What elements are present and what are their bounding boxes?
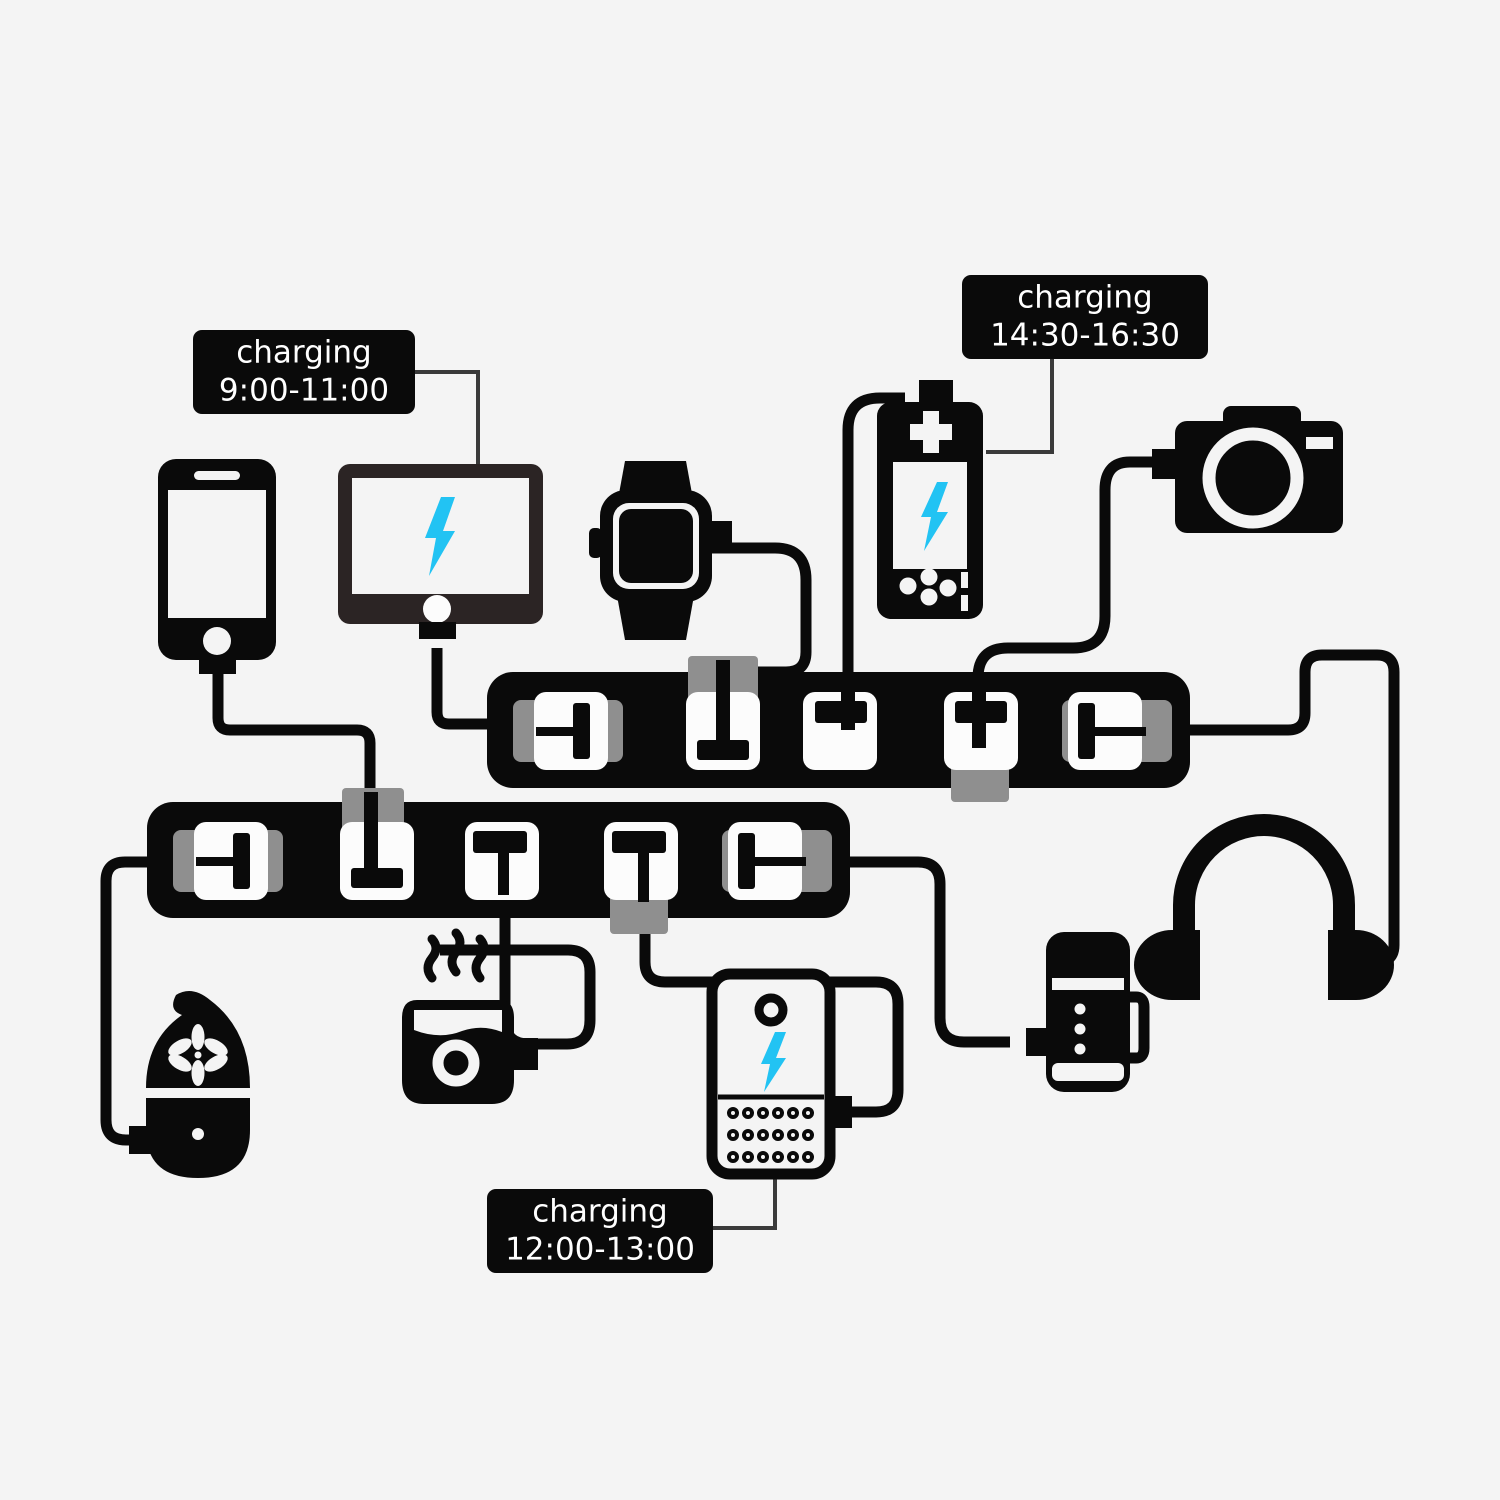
badge-purifier-bg	[487, 1189, 713, 1273]
power-strip-upper[interactable]	[487, 656, 1190, 802]
powerbank-dpad-right[interactable]	[939, 579, 957, 597]
cable-headphones	[1190, 649, 1400, 968]
device-speaker[interactable]	[1026, 932, 1150, 1092]
speaker-grille-bottom	[1052, 1063, 1124, 1081]
device-powerbank[interactable]	[877, 380, 983, 619]
charging-bolt-icon	[921, 482, 948, 551]
smartphone-home-button[interactable]	[203, 627, 231, 655]
cable-diffuser	[100, 856, 147, 1146]
leader-lines	[415, 359, 1054, 1230]
badge-powerbank-bg	[962, 275, 1208, 359]
kettle-steam-icon	[423, 928, 489, 983]
camera-connector	[1152, 449, 1178, 479]
speaker-dot-2	[1074, 1023, 1086, 1035]
device-diffuser[interactable]	[129, 991, 250, 1178]
device-smartwatch[interactable]	[589, 461, 732, 640]
device-headphones[interactable]	[1134, 814, 1394, 1000]
badge-purifier[interactable]: charging 12:00-13:00	[487, 1189, 713, 1273]
speaker-body	[1046, 932, 1130, 1092]
device-kettle[interactable]	[402, 928, 538, 1104]
cable-camera	[972, 456, 1158, 700]
socket-lower-2[interactable]	[340, 788, 414, 900]
smartwatch-screen	[619, 509, 693, 583]
socket-upper-5[interactable]	[1062, 692, 1172, 770]
tablet-connector	[419, 622, 456, 639]
powerbank-dpad-up[interactable]	[920, 568, 938, 586]
speaker-dot-3	[1074, 1043, 1086, 1055]
socket-upper-4[interactable]	[944, 690, 1018, 802]
cable-speaker	[850, 856, 1010, 1048]
badge-tablet[interactable]: charging 9:00-11:00	[193, 330, 415, 414]
powerbank-btn-a[interactable]	[961, 572, 968, 588]
badge-purifier-time: 12:00-13:00	[505, 1232, 695, 1268]
cable-phone	[212, 660, 376, 830]
power-strip-lower[interactable]	[147, 788, 850, 934]
socket-lower-1[interactable]	[173, 822, 283, 900]
socket-lower-3[interactable]	[465, 822, 539, 900]
badge-tablet-time: 9:00-11:00	[219, 373, 389, 409]
device-purifier[interactable]	[706, 968, 852, 1180]
powerbank-plus-icon-h	[910, 424, 952, 440]
headphones-connector	[1352, 948, 1374, 978]
smartwatch-strap-bottom	[616, 590, 695, 640]
kettle-water-level	[414, 1010, 502, 1036]
powerbank-dpad-down[interactable]	[920, 588, 938, 606]
leader-line-powerbank	[986, 359, 1054, 454]
socket-upper-2[interactable]	[686, 656, 760, 770]
smartwatch-connector	[710, 521, 732, 549]
cable-purifier	[639, 930, 904, 1118]
diffuser-connector	[129, 1126, 151, 1154]
badge-tablet-bg	[193, 330, 415, 414]
speaker-connector	[1026, 1028, 1048, 1056]
socket-lower-5[interactable]	[722, 822, 832, 900]
powerbank-btn-b[interactable]	[961, 595, 968, 611]
speaker-dot-1	[1074, 1003, 1086, 1015]
badge-purifier-title: charging	[532, 1194, 668, 1230]
charging-bolt-icon	[761, 1032, 786, 1092]
smartphone-speaker	[194, 471, 240, 480]
device-tablet[interactable]	[338, 464, 543, 639]
smartphone-connector	[199, 658, 236, 674]
diffuser-flower-icon	[168, 1024, 228, 1086]
diffuser-indicator-light	[192, 1128, 204, 1140]
kettle-connector	[508, 1038, 538, 1070]
tablet-home-button[interactable]	[423, 595, 451, 623]
device-smartphone[interactable]	[158, 459, 276, 674]
purifier-connector	[826, 1096, 852, 1128]
headphones-band	[1173, 814, 1355, 945]
socket-upper-3[interactable]	[803, 690, 877, 770]
purifier-grille-icon	[727, 1107, 814, 1163]
socket-upper-1[interactable]	[513, 692, 623, 770]
device-camera[interactable]	[1152, 406, 1343, 533]
badge-powerbank[interactable]: charging 14:30-16:30	[962, 275, 1208, 359]
badge-powerbank-title: charging	[1017, 280, 1153, 316]
powerbank-terminal	[919, 380, 953, 402]
leader-line-tablet	[415, 370, 480, 466]
camera-flash-icon	[1306, 437, 1333, 449]
purifier-power-button[interactable]	[754, 993, 788, 1027]
badge-tablet-title: charging	[236, 335, 372, 371]
socket-lower-4[interactable]	[604, 822, 678, 934]
speaker-handle	[1124, 991, 1150, 1064]
kettle-power-button[interactable]	[432, 1039, 480, 1087]
leader-line-purifier	[712, 1172, 777, 1230]
smartphone-screen	[168, 490, 266, 618]
camera-lens-icon	[1202, 427, 1304, 529]
powerbank-dpad-left[interactable]	[899, 577, 917, 595]
smartwatch-crown[interactable]	[589, 528, 602, 558]
speaker-grille-top	[1052, 978, 1124, 990]
badge-powerbank-time: 14:30-16:30	[990, 318, 1180, 354]
charging-bolt-icon	[425, 497, 455, 576]
headphones-earcup-left	[1134, 930, 1200, 1000]
